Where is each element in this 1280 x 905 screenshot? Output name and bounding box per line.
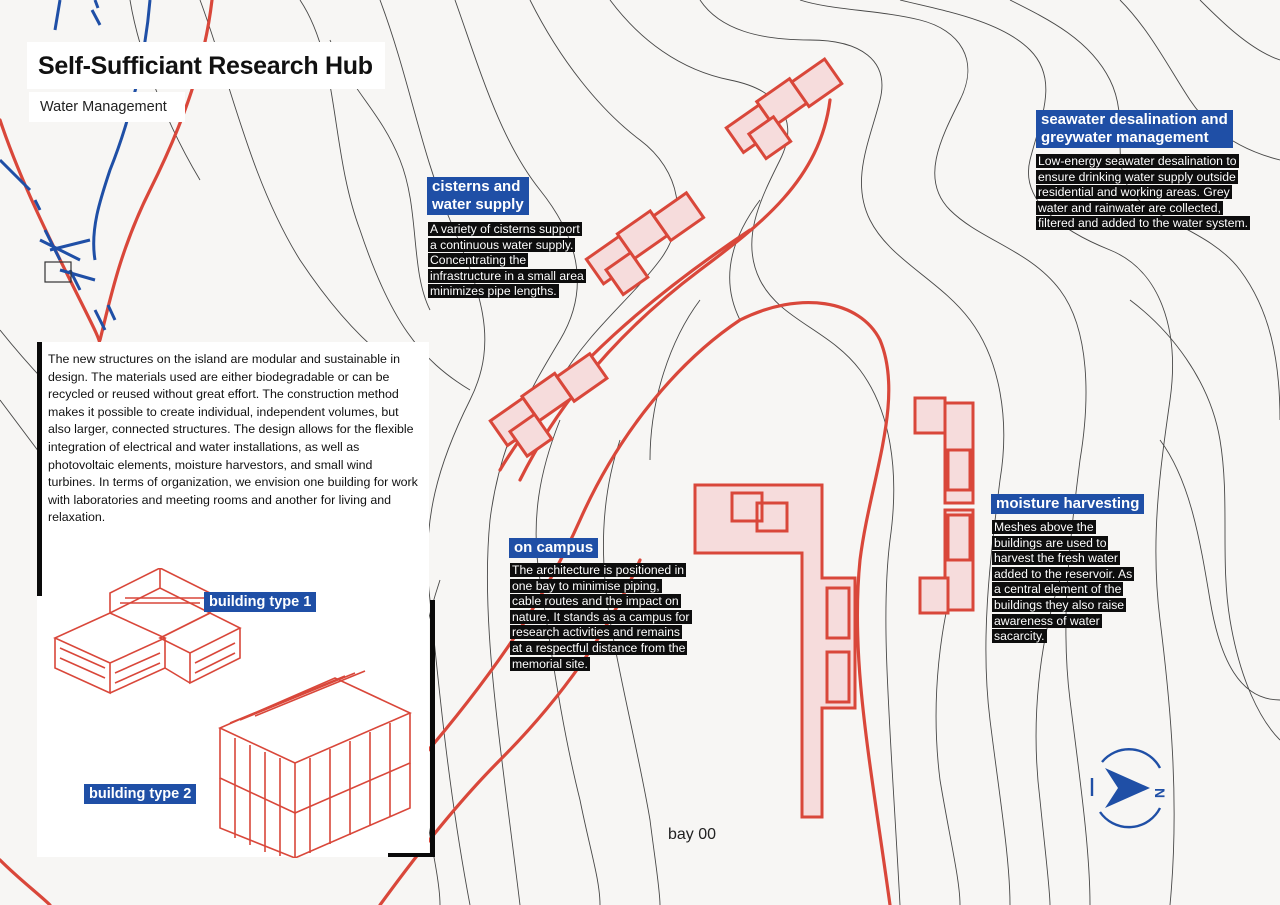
- seawater-note: Low-energy seawater desalination to ensu…: [1036, 154, 1256, 232]
- compass-north-letter: N: [1152, 788, 1168, 798]
- seawater-title-line1: seawater desalination and: [1041, 111, 1228, 128]
- panel-bracket-right: [430, 600, 435, 857]
- panel-bracket-bottom: [388, 853, 435, 857]
- moisture-note: Meshes above the buildings are used to h…: [992, 520, 1140, 645]
- description-text: The new structures on the island are mod…: [48, 352, 418, 525]
- compass-icon: [1090, 748, 1162, 829]
- cisterns-title-line2: water supply: [432, 196, 524, 213]
- title-box: Self-Sufficiant Research Hub: [27, 42, 385, 89]
- page-title: Self-Sufficiant Research Hub: [38, 52, 373, 80]
- bay-label: bay 00: [668, 826, 717, 843]
- cisterns-body: A variety of cisterns support a continuo…: [428, 222, 586, 299]
- building-type-2-label: building type 2: [84, 784, 197, 804]
- moisture-title: moisture harvesting: [991, 494, 1145, 514]
- page-subtitle: Water Management: [29, 92, 185, 122]
- seawater-title: seawater desalination and greywater mana…: [1036, 110, 1233, 148]
- cisterns-title: cisterns and water supply: [427, 177, 529, 215]
- campus-body: The architecture is positioned in one ba…: [510, 563, 692, 671]
- cisterns-title-line1: cisterns and: [432, 178, 521, 195]
- campus-title: on campus: [509, 538, 599, 558]
- building-type-1-drawing: [53, 568, 242, 695]
- moisture-body: Meshes above the buildings are used to h…: [992, 520, 1135, 644]
- panel-bracket-left: [37, 342, 42, 596]
- cisterns-note: A variety of cisterns support a continuo…: [428, 222, 586, 300]
- building-type-1-label: building type 1: [204, 592, 317, 612]
- seawater-body: Low-energy seawater desalination to ensu…: [1036, 154, 1251, 231]
- new-buildings: [488, 56, 975, 819]
- seawater-title-line2: greywater management: [1041, 129, 1209, 146]
- building-type-2-drawing: [218, 670, 412, 858]
- campus-note: The architecture is positioned in one ba…: [510, 563, 692, 672]
